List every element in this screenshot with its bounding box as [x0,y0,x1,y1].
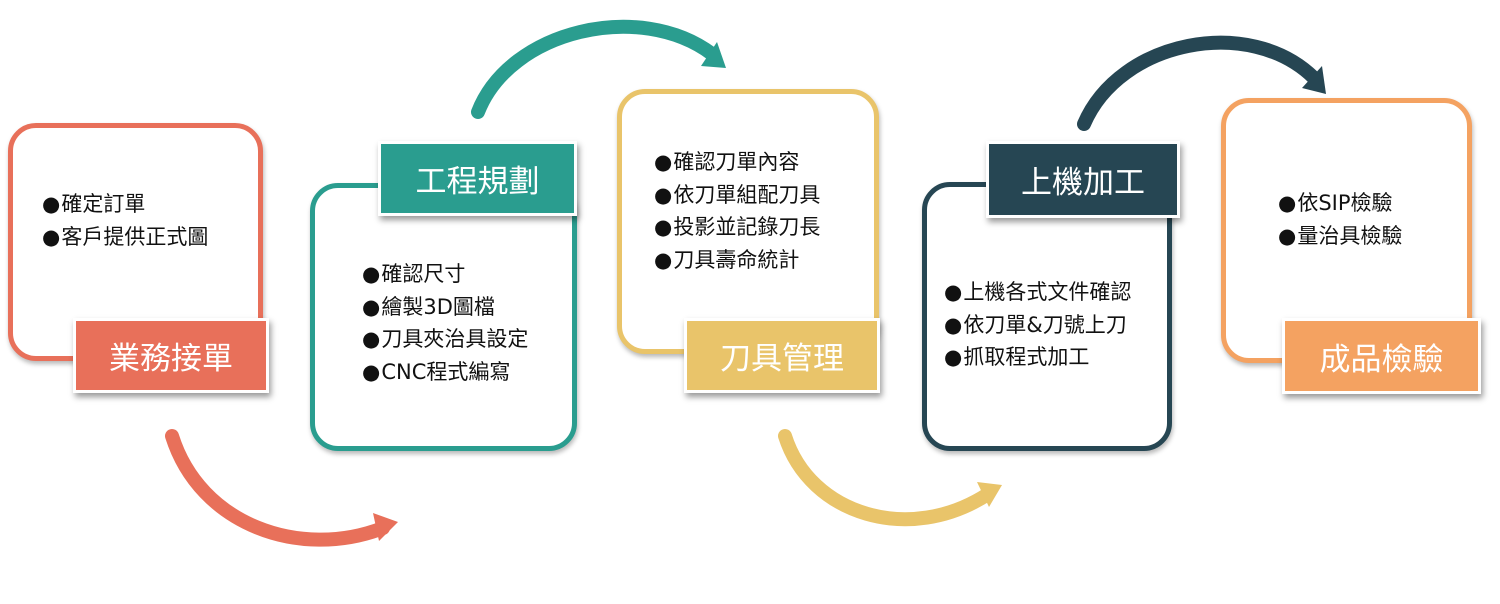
list-item: 確定訂單 [42,188,208,221]
list-item: 依SIP檢驗 [1278,187,1402,220]
list-item: 上機各式文件確認 [944,276,1131,309]
list-item: 依刀單組配刀具 [654,179,820,212]
list-item: 刀具夾治具設定 [362,323,528,356]
list-item: 刀具壽命統計 [654,244,820,277]
list-item: 確認尺寸 [362,258,528,291]
list-item: 繪製3D圖檔 [362,291,528,324]
arrow-tooling-to-machining [778,429,1002,527]
step-label-engineering: 工程規劃 [378,141,577,216]
list-item: 確認刀單內容 [654,146,820,179]
list-item: 抓取程式加工 [944,341,1131,374]
step-label-tooling: 刀具管理 [684,318,880,393]
arrow-engineering-to-tooling [471,19,726,119]
step-label-inspection: 成品檢驗 [1282,318,1481,394]
step-items-inspection: 依SIP檢驗 量治具檢驗 [1278,187,1402,252]
step-label-machining: 上機加工 [986,141,1180,218]
step-items-order: 確定訂單 客戶提供正式圖 [42,188,208,253]
arrow-order-to-engineering [165,429,398,547]
list-item: CNC程式編寫 [362,356,528,389]
step-items-tooling: 確認刀單內容 依刀單組配刀具 投影並記錄刀長 刀具壽命統計 [654,146,820,276]
step-items-machining: 上機各式文件確認 依刀單&刀號上刀 抓取程式加工 [944,276,1131,374]
step-label-order: 業務接單 [73,318,269,393]
list-item: 客戶提供正式圖 [42,221,208,254]
list-item: 投影並記錄刀長 [654,211,820,244]
arrow-machining-to-inspection [1077,35,1326,131]
list-item: 依刀單&刀號上刀 [944,309,1131,342]
step-items-engineering: 確認尺寸 繪製3D圖檔 刀具夾治具設定 CNC程式編寫 [362,258,528,388]
list-item: 量治具檢驗 [1278,220,1402,253]
